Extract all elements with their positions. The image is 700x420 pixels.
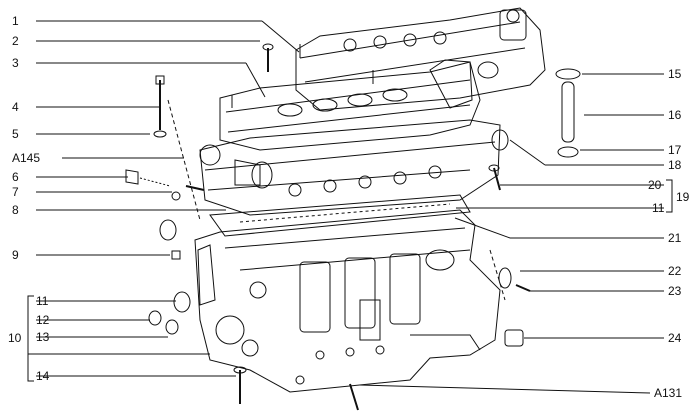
- callout-20: 20: [648, 178, 662, 192]
- callout-4: 4: [12, 100, 19, 114]
- valve-cover-front: [219, 61, 481, 151]
- callout-18: 18: [668, 158, 682, 172]
- spring-7: [139, 177, 171, 187]
- leader-3b: [245, 62, 266, 98]
- leader-1b: [261, 20, 300, 53]
- callout-13: 13: [36, 330, 50, 344]
- callout-3: 3: [12, 56, 19, 70]
- callout-11-right: 11: [652, 201, 665, 215]
- sensor-22: [498, 267, 512, 289]
- head-ports: [234, 159, 442, 197]
- callout-10: 10: [8, 331, 22, 345]
- leader-21a: [454, 217, 511, 239]
- oring-15: [555, 68, 581, 80]
- seal-18: [491, 129, 509, 151]
- bracket-10: [27, 295, 34, 382]
- head-gasket: [209, 194, 471, 237]
- bolt-23: [515, 284, 531, 292]
- plug-12: [148, 310, 162, 326]
- plug-6: [125, 169, 139, 185]
- engine-block: [194, 209, 501, 393]
- callout-6: 6: [12, 170, 19, 184]
- callout-8: 8: [12, 203, 19, 217]
- tube-16: [561, 81, 575, 143]
- callout-15: 15: [668, 67, 682, 81]
- callout-7: 7: [12, 185, 19, 199]
- leader-A131: [359, 384, 651, 394]
- block-details: [215, 249, 481, 385]
- cylinder-head: [199, 119, 501, 216]
- outlet-pipe: [477, 61, 499, 79]
- pin-A145: [185, 185, 205, 191]
- callout-12: 12: [36, 313, 50, 327]
- seal-11L: [173, 291, 191, 313]
- callout-5: 5: [12, 127, 19, 141]
- callout-24: 24: [668, 331, 682, 345]
- callout-A131: A131: [654, 386, 683, 400]
- ball-8: [171, 191, 181, 201]
- callout-22: 22: [668, 264, 682, 278]
- callout-A145: A145: [12, 151, 41, 165]
- oring-17: [557, 146, 579, 158]
- seal-8: [159, 219, 177, 241]
- valve-cover-rear: [295, 7, 546, 111]
- callout-16: 16: [668, 108, 682, 122]
- bolt-A131: [349, 383, 359, 411]
- bushing-24: [504, 329, 524, 347]
- callout-14: 14: [36, 369, 50, 383]
- callout-21: 21: [668, 231, 682, 245]
- leader-18a: [509, 139, 546, 166]
- thermostat-housing: [429, 59, 473, 109]
- callout-17: 17: [668, 143, 682, 157]
- callout-23: 23: [668, 284, 682, 298]
- bolt-20: [493, 167, 501, 191]
- callout-1: 1: [12, 14, 19, 28]
- cover-studs-front: [231, 88, 408, 117]
- callout-2: 2: [12, 34, 19, 48]
- callout-11-left: 11: [36, 294, 49, 308]
- camshaft-end: [199, 144, 221, 166]
- dowel-9: [171, 250, 181, 260]
- callout-9: 9: [12, 248, 19, 262]
- washer-5: [153, 130, 167, 138]
- cover-studs-rear: [299, 31, 447, 84]
- timing-cover-area: [197, 244, 216, 306]
- bracket-19: [666, 179, 673, 213]
- plug-13: [165, 319, 179, 335]
- callout-19: 19: [676, 190, 690, 204]
